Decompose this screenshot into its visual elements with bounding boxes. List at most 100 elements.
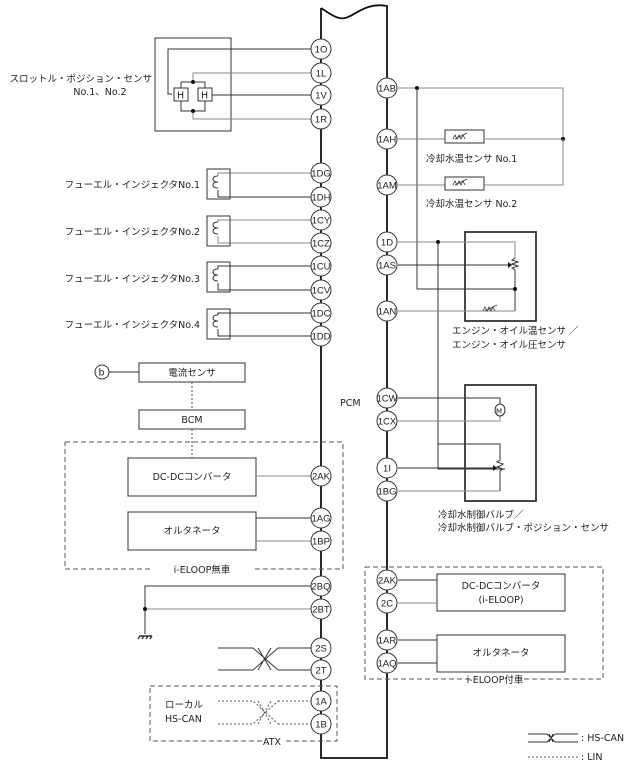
svg-text:エンジン・オイル圧センサ: エンジン・オイル圧センサ: [452, 340, 566, 351]
svg-text:2T: 2T: [315, 666, 326, 677]
group-atx-label: ATX: [263, 737, 282, 748]
svg-text:1CY: 1CY: [312, 216, 331, 227]
pin-1I: 1I: [376, 457, 398, 479]
coolant-sensor-1: [444, 129, 485, 144]
pin-1CY: 1CY: [310, 209, 332, 231]
alternator-eloop: [436, 634, 566, 673]
pin-1O: 1O: [310, 38, 332, 60]
pin-1D: 1D: [376, 231, 398, 253]
injector-2: フューエル・インジェクタNo.2: [65, 215, 312, 247]
svg-text:1V: 1V: [315, 91, 327, 102]
pin-1V: 1V: [310, 84, 332, 106]
svg-text:1DG: 1DG: [311, 169, 331, 180]
pin-1AN: 1AN: [376, 300, 398, 322]
pin-2AK-right: 2AK: [376, 569, 398, 591]
pin-2AK-left: 2AK: [310, 465, 332, 487]
alternator-no-eloop: [127, 511, 257, 551]
injector-3: フューエル・インジェクタNo.3: [65, 261, 312, 293]
svg-text:1DC: 1DC: [311, 309, 330, 320]
svg-text:2AK: 2AK: [378, 576, 397, 587]
pcm-label: PCM: [340, 398, 361, 409]
svg-text:1BG: 1BG: [377, 487, 396, 498]
pin-1CU: 1CU: [310, 255, 332, 277]
svg-text:オルタネータ: オルタネータ: [163, 526, 220, 537]
pin-1BG: 1BG: [376, 480, 398, 502]
pin-1AQ: 1AQ: [376, 652, 398, 674]
svg-text:1O: 1O: [315, 45, 328, 56]
pin-1B: 1B: [310, 713, 332, 735]
svg-text:1A: 1A: [315, 697, 327, 708]
svg-text:: HS-CAN: : HS-CAN: [581, 733, 624, 744]
svg-text:1B: 1B: [315, 720, 327, 731]
svg-text:ローカル: ローカル: [165, 700, 204, 711]
pin-1DG: 1DG: [310, 162, 332, 184]
pin-2BT: 2BT: [310, 598, 332, 620]
svg-text:冷却水温センサ No.2: 冷却水温センサ No.2: [426, 198, 517, 210]
svg-text:1AH: 1AH: [378, 135, 397, 146]
svg-text:H: H: [201, 91, 208, 102]
group-no-eloop-label: i-ELOOP無車: [174, 564, 231, 576]
pin-1DC: 1DC: [310, 302, 332, 324]
throttle-sensor-box: [154, 37, 232, 132]
injector-1: フューエル・インジェクタNo.1: [65, 168, 312, 200]
svg-text:DC-DCコンバータ: DC-DCコンバータ: [462, 581, 541, 592]
svg-text:1CV: 1CV: [312, 286, 331, 297]
pcm-body: [320, 4, 388, 759]
svg-text:M: M: [496, 408, 502, 416]
svg-text:1L: 1L: [316, 69, 327, 80]
svg-text:1AG: 1AG: [311, 514, 330, 525]
svg-text:DC-DCコンバータ: DC-DCコンバータ: [153, 472, 232, 483]
svg-text:冷却水制御バルブ・ポジション・センサ: 冷却水制御バルブ・ポジション・センサ: [438, 522, 609, 534]
pin-2C: 2C: [376, 592, 398, 614]
svg-text:冷却水温センサ No.1: 冷却水温センサ No.1: [426, 153, 517, 165]
left-pin-column: 1O 1L 1V 1R 1DG 1DH 1CY 1CZ 1CU 1CV 1DC …: [310, 38, 332, 735]
svg-text:(i-ELOOP): (i-ELOOP): [478, 595, 523, 606]
svg-text:1AR: 1AR: [378, 636, 397, 647]
pin-1DD: 1DD: [310, 325, 332, 347]
pin-1CX: 1CX: [376, 410, 398, 432]
svg-text:1DH: 1DH: [311, 193, 330, 204]
svg-text:フューエル・インジェクタNo.2: フューエル・インジェクタNo.2: [65, 227, 200, 238]
dcdc-converter-eloop: [436, 573, 566, 612]
svg-text:1AN: 1AN: [378, 307, 397, 318]
pin-1BP: 1BP: [310, 530, 332, 552]
pin-1CW: 1CW: [376, 387, 398, 409]
svg-text:オルタネータ: オルタネータ: [472, 648, 529, 659]
pin-1R: 1R: [310, 108, 332, 130]
svg-text:1AQ: 1AQ: [377, 659, 396, 670]
pin-2T: 2T: [310, 659, 332, 681]
pin-1AB: 1AB: [376, 77, 398, 99]
svg-text:: LIN: : LIN: [581, 752, 602, 763]
svg-text:エンジン・オイル温センサ ／: エンジン・オイル温センサ ／: [452, 326, 579, 337]
right-pin-column: 1AB 1AH 1AM 1D 1AS 1AN 1CW 1CX 1I 1BG 2A…: [376, 77, 398, 674]
svg-text:2BT: 2BT: [312, 605, 330, 616]
svg-text:1R: 1R: [315, 115, 327, 126]
legend: : HS-CAN : LIN: [528, 733, 624, 763]
svg-text:1AM: 1AM: [377, 181, 397, 192]
pin-2S: 2S: [310, 637, 332, 659]
pin-1AH: 1AH: [376, 128, 398, 150]
pin-1AR: 1AR: [376, 629, 398, 651]
svg-text:フューエル・インジェクタNo.4: フューエル・インジェクタNo.4: [65, 320, 200, 331]
svg-text:1CX: 1CX: [378, 417, 397, 428]
pin-1A: 1A: [310, 690, 332, 712]
svg-text:1AB: 1AB: [378, 84, 396, 95]
svg-text:1CU: 1CU: [311, 262, 330, 273]
pin-1CV: 1CV: [310, 279, 332, 301]
svg-text:1I: 1I: [383, 464, 391, 475]
svg-text:1BP: 1BP: [312, 537, 330, 548]
svg-text:b: b: [99, 368, 105, 379]
pin-1AG: 1AG: [310, 507, 332, 529]
pin-2BQ: 2BQ: [310, 575, 332, 597]
svg-text:1D: 1D: [381, 238, 393, 249]
svg-text:電流センサ: 電流センサ: [168, 367, 216, 379]
throttle-sensor-label: スロットル・ポジション・センサ: [9, 74, 152, 85]
injector-4: フューエル・インジェクタNo.4: [65, 308, 312, 340]
pin-1CZ: 1CZ: [310, 232, 332, 254]
svg-text:2AK: 2AK: [312, 472, 331, 483]
svg-text:No.1、No.2: No.1、No.2: [73, 87, 126, 98]
svg-text:フューエル・インジェクタNo.1: フューエル・インジェクタNo.1: [65, 180, 200, 191]
coolant-valve-box: [464, 384, 537, 502]
svg-text:2C: 2C: [381, 599, 393, 610]
